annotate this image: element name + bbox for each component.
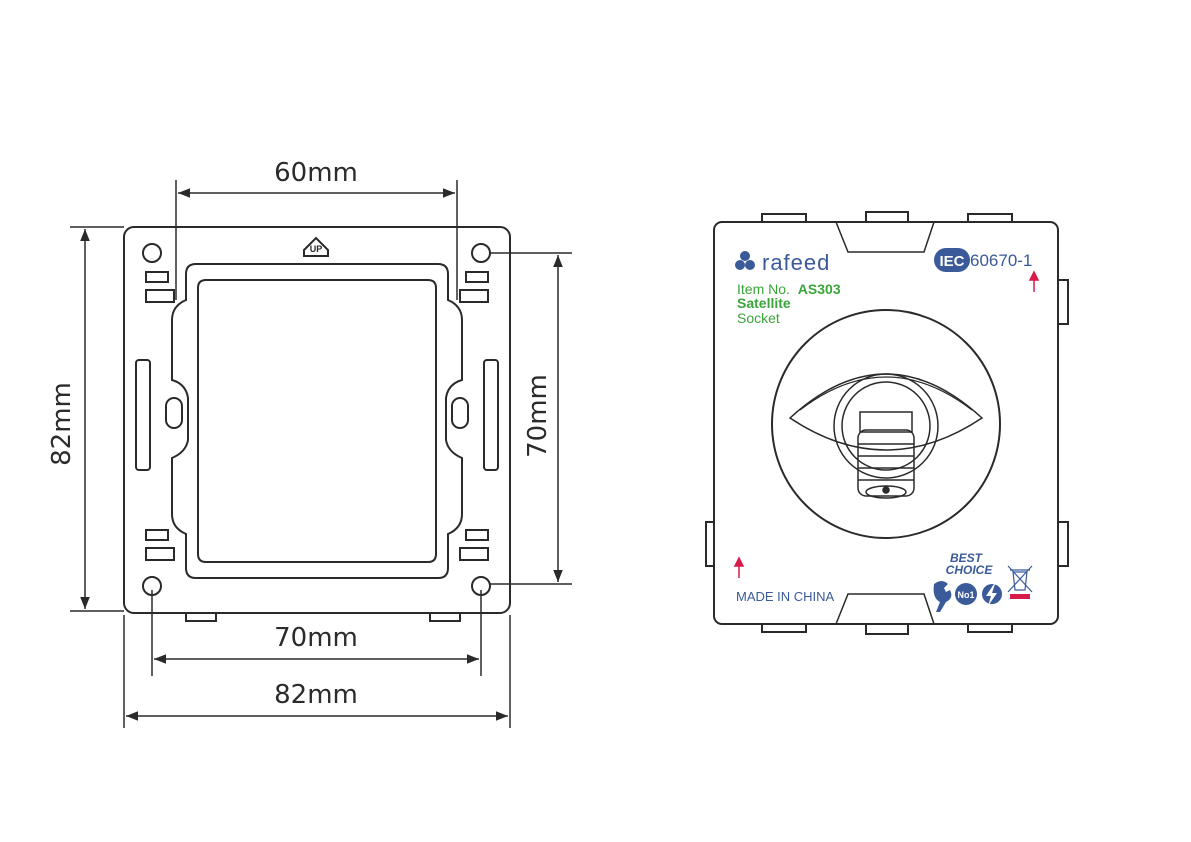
module-body: [713, 221, 1059, 625]
dimension-right-label: 70mm: [523, 374, 553, 458]
best-choice-line1: BEST: [950, 551, 984, 565]
module-left-clip: [705, 521, 714, 567]
mount-slot-left: [165, 397, 183, 429]
socket-face-circle: [771, 309, 1001, 539]
item-number: AS303: [798, 281, 841, 297]
product-name-line1: Satellite: [737, 295, 791, 311]
module-top-notch: [835, 221, 935, 253]
item-line: Item No. AS303: [737, 281, 841, 297]
trefoil-logo-icon: [735, 251, 755, 270]
best-choice-line2: CHOICE: [946, 563, 994, 577]
mounting-frame: [123, 226, 511, 622]
latch-bottom-right: [459, 529, 489, 561]
iec-badge: [934, 248, 970, 272]
frame-outline: [123, 226, 511, 614]
brand-name: rafeed: [762, 250, 830, 275]
screw-hole-top-left: [142, 243, 162, 263]
socket-recess: [788, 373, 984, 451]
up-arrow-icon: [1028, 270, 1040, 292]
made-in-label: MADE IN CHINA: [736, 589, 835, 604]
weee-bin-icon: [1007, 565, 1033, 599]
frame-opening-inner: [197, 279, 437, 563]
latch-top-right: [459, 271, 489, 303]
up-arrow-icon: [733, 556, 745, 578]
no1-label: No1: [957, 590, 974, 600]
no1-badge-icon: No1: [955, 583, 977, 605]
item-prefix: Item No.: [737, 281, 790, 297]
dimension-bottom-inner-label: 70mm: [274, 623, 358, 653]
latch-top-left: [145, 271, 175, 303]
iec-standard: 60670-1: [970, 251, 1032, 270]
frame-bottom-tabs: [185, 613, 461, 622]
module-top-clips: [761, 211, 1013, 222]
iec-badge-label: IEC: [939, 253, 964, 270]
side-clip-left: [135, 359, 151, 471]
module-bottom-notch: [835, 593, 935, 625]
product-name-line2: Socket: [737, 310, 780, 326]
dimension-top-label: 60mm: [274, 158, 358, 188]
socket-module: [705, 211, 1069, 635]
lightning-icon: [982, 584, 1002, 606]
side-clip-right: [483, 359, 499, 471]
coaxial-f-connector-icon: [833, 373, 939, 499]
module-right-clips: [1058, 279, 1069, 567]
up-mark-icon: [303, 236, 329, 257]
screw-hole-top-right: [471, 243, 491, 263]
module-bottom-clips: [761, 624, 1013, 635]
dimension-lines: [70, 180, 572, 728]
dimension-left-label: 82mm: [47, 382, 77, 466]
wrench-icon: [933, 581, 952, 612]
mount-slot-right: [451, 397, 469, 429]
latch-bottom-left: [145, 529, 175, 561]
socket-recess-edge: [799, 376, 973, 411]
up-mark-label: UP: [310, 244, 323, 254]
frame-opening-outer: [171, 263, 463, 579]
dimension-bottom-outer-label: 82mm: [274, 680, 358, 710]
